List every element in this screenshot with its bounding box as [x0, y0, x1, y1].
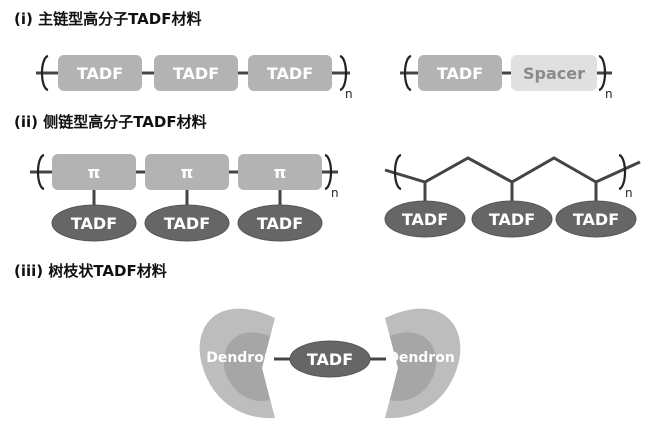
pi-unit-box — [238, 154, 322, 190]
repeat-subscript-n: n — [345, 87, 353, 101]
pi-unit-label: π — [88, 163, 101, 182]
main-chain-polymers: TADF TADF TADF n TADF Spacer n — [36, 54, 613, 101]
dendron-right-inner — [390, 332, 437, 401]
spacer-unit-label: Spacer — [523, 64, 585, 83]
tadf-pendant-ellipse — [555, 200, 637, 238]
dendrimer: Dendron Dendron TADF — [199, 308, 461, 419]
tadf-pendant-label: TADF — [164, 214, 210, 233]
section-title-main-chain: (i) 主链型高分子TADF材料 — [14, 10, 202, 28]
tadf-core-label: TADF — [307, 350, 353, 369]
left-bracket — [403, 54, 412, 92]
tadf-pendant-label: TADF — [257, 214, 303, 233]
tadf-pendant-ellipse — [237, 204, 323, 242]
tadf-pendant-label: TADF — [573, 210, 619, 229]
tadf-pendant-label: TADF — [489, 210, 535, 229]
tadf-unit-box — [58, 55, 142, 91]
tadf-unit-label: TADF — [267, 64, 313, 83]
right-bracket — [324, 153, 333, 191]
dendron-left-inner — [223, 332, 270, 401]
dendron-right-label: Dendron — [387, 350, 455, 366]
pi-unit-label: π — [181, 163, 194, 182]
tadf-unit-label: TADF — [77, 64, 123, 83]
tadf-pendant-label: TADF — [71, 214, 117, 233]
tadf-unit-box — [154, 55, 238, 91]
right-bracket — [339, 54, 348, 92]
zigzag-backbone — [384, 156, 641, 184]
tadf-unit-label: TADF — [437, 64, 483, 83]
pi-unit-box — [52, 154, 136, 190]
repeat-subscript-n: n — [331, 186, 339, 200]
left-bracket — [393, 153, 402, 191]
tadf-core-ellipse — [289, 340, 371, 378]
right-bracket — [618, 153, 627, 191]
dendron-left-label: Dendron — [206, 350, 274, 366]
section-title-side-chain: (ii) 侧链型高分子TADF材料 — [14, 113, 207, 131]
tadf-pendant-ellipse — [384, 200, 466, 238]
tadf-unit-box — [418, 55, 502, 91]
tadf-pendant-ellipse — [471, 200, 553, 238]
pi-unit-label: π — [274, 163, 287, 182]
tadf-unit-box — [248, 55, 332, 91]
tadf-unit-label: TADF — [173, 64, 219, 83]
right-bracket — [598, 54, 607, 92]
tadf-pendant-label: TADF — [402, 210, 448, 229]
left-bracket — [36, 153, 45, 191]
spacer-unit-box — [511, 55, 597, 91]
left-bracket — [40, 54, 49, 92]
tadf-pendant-ellipse — [144, 204, 230, 242]
tadf-pendant-ellipse — [51, 204, 137, 242]
repeat-subscript-n: n — [605, 87, 613, 101]
repeat-subscript-n: n — [625, 186, 633, 200]
section-title-dendrimer: (iii) 树枝状TADF材料 — [14, 262, 167, 280]
pi-unit-box — [145, 154, 229, 190]
